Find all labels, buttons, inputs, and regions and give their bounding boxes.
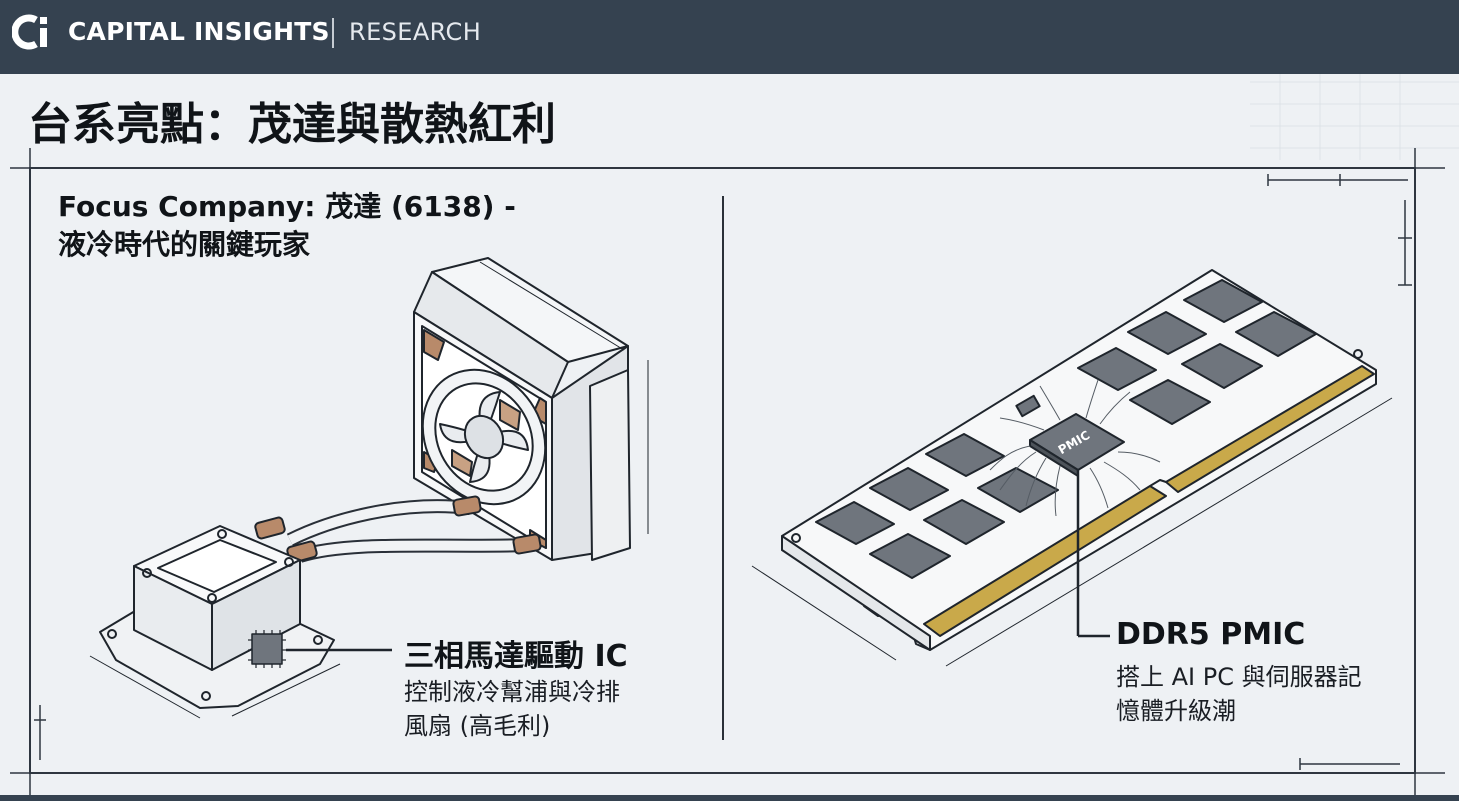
- header-separator: [332, 18, 334, 48]
- header-bar: CAPITAL INSIGHTS RESEARCH: [0, 0, 1459, 74]
- footer-bar: [0, 795, 1459, 801]
- focus-company-line-2: 液冷時代的關鍵玩家: [58, 228, 311, 261]
- section-label: RESEARCH: [349, 18, 482, 46]
- right-callout-desc-line-2: 憶體升級潮: [1116, 697, 1236, 725]
- focus-company-line-1: Focus Company: 茂達 (6138) -: [58, 190, 516, 223]
- panel-divider: [722, 196, 724, 740]
- capital-insights-logo: [12, 14, 47, 50]
- focus-company-heading: Focus Company: 茂達 (6138) - 液冷時代的關鍵玩家: [58, 188, 516, 264]
- right-callout-description: 搭上 AI PC 與伺服器記 憶體升級潮: [1116, 660, 1362, 728]
- right-callout-title: DDR5 PMIC: [1116, 617, 1306, 652]
- left-callout-title: 三相馬達驅動 IC: [404, 639, 628, 674]
- right-callout-desc-line-1: 搭上 AI PC 與伺服器記: [1116, 663, 1362, 691]
- brand-name: CAPITAL INSIGHTS: [68, 17, 330, 46]
- left-callout-desc-line-1: 控制液冷幫浦與冷排: [404, 678, 620, 706]
- left-callout-description: 控制液冷幫浦與冷排 風扇 (高毛利): [404, 675, 620, 743]
- page-title: 台系亮點：茂達與散熱紅利: [28, 99, 556, 150]
- left-callout-desc-line-2: 風扇 (高毛利): [404, 712, 551, 740]
